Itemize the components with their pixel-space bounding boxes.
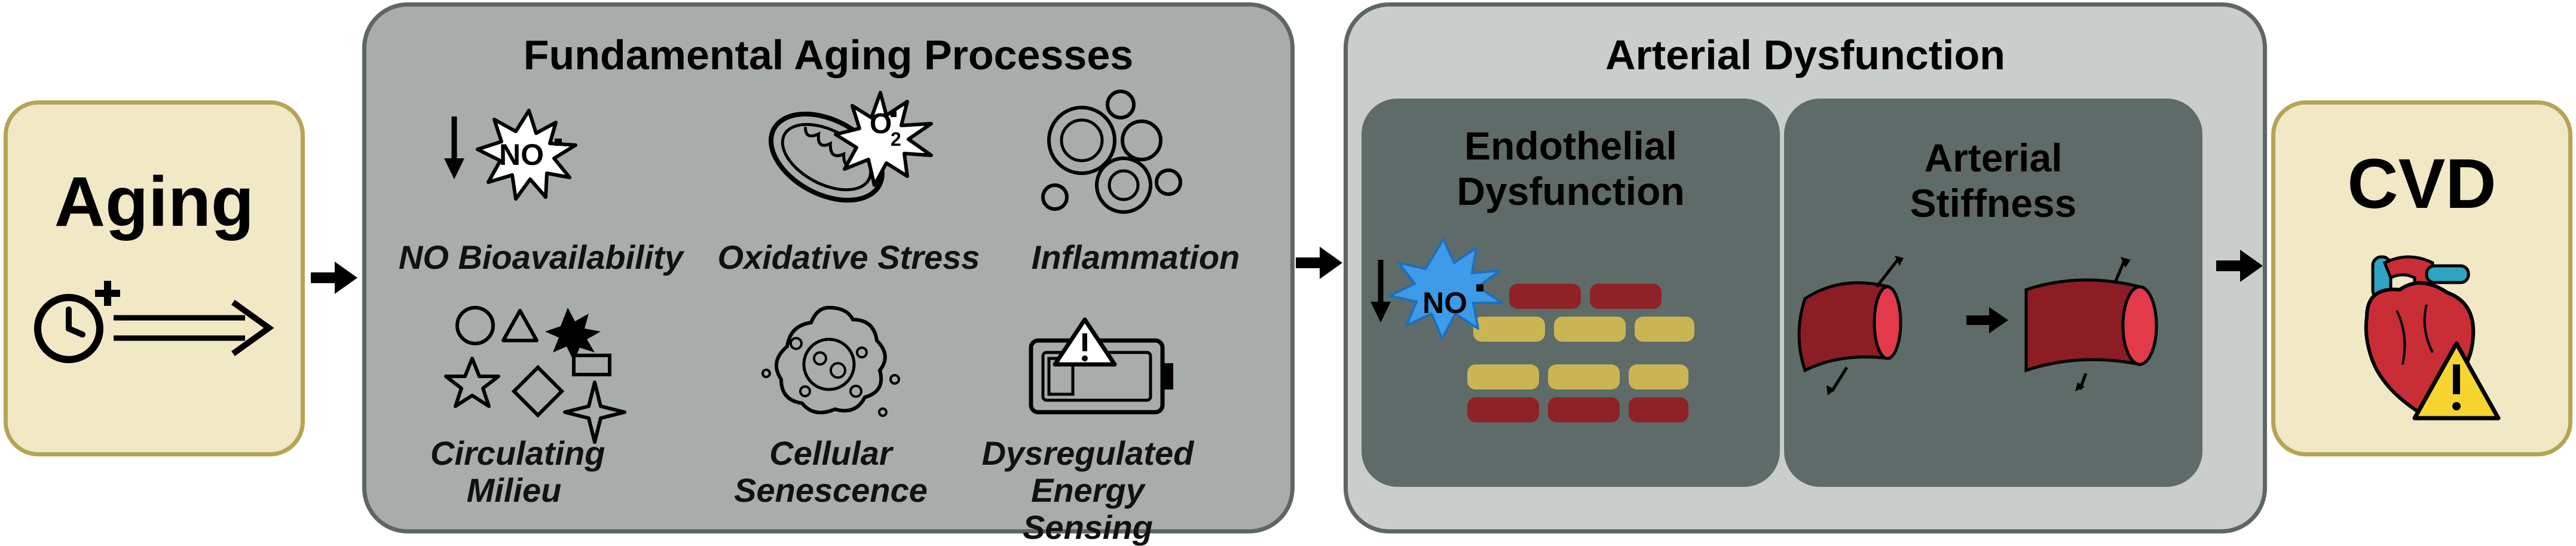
no-radical-dot (555, 139, 562, 146)
fundamental-box (362, 2, 1295, 533)
caption-circulating-milieu: Circulating Milieu (430, 434, 605, 509)
caption-cellular-senescence: Cellular Senescence (734, 434, 928, 509)
caption-oxidative-stress: Oxidative Stress (717, 238, 980, 276)
caption-dysregulated-energy-sensing: Dysregulated Energy Sensing (981, 434, 1194, 546)
artery-stiffening-icon (1797, 256, 2158, 395)
o2-radical-dot (891, 111, 897, 117)
heart-warning-icon (2364, 255, 2501, 421)
clock-plus-arrow-icon (34, 281, 274, 363)
caption-no-bioavailability: NO Bioavailability (398, 238, 684, 276)
endothelial-title: Endothelial Dysfunction (1457, 124, 1685, 213)
arterial-title: Arterial Dysfunction (1605, 32, 2005, 78)
no-decrease-icon (444, 109, 577, 201)
stiffness-title: Arterial Stiffness (1910, 136, 2077, 225)
no-label-symbol: NO (499, 138, 544, 171)
cvd-title: CVD (2347, 145, 2497, 223)
aging-title: Aging (54, 162, 255, 241)
o2-subscript: 2 (891, 128, 901, 150)
senescent-cell-icon (761, 305, 900, 417)
endothelial-no-radical-dot (1476, 284, 1483, 292)
mitochondria-oxidative-icon (769, 91, 933, 203)
endothelial-no-symbol: NO (1422, 286, 1467, 320)
caption-inflammation: Inflammation (1031, 238, 1240, 276)
endothelium-cells-icon (1370, 238, 1694, 422)
circulating-shapes-icon (444, 306, 626, 444)
flow-arrow-1 (311, 262, 357, 294)
aging-box (4, 100, 305, 456)
flow-arrow-3 (2216, 250, 2263, 282)
o2-symbol: O (870, 108, 892, 140)
fundamental-title: Fundamental Aging Processes (523, 32, 1134, 78)
flow-arrow-2 (1296, 247, 1342, 279)
inflammation-cells-icon (1041, 90, 1182, 214)
low-battery-warning-icon (1029, 317, 1173, 415)
